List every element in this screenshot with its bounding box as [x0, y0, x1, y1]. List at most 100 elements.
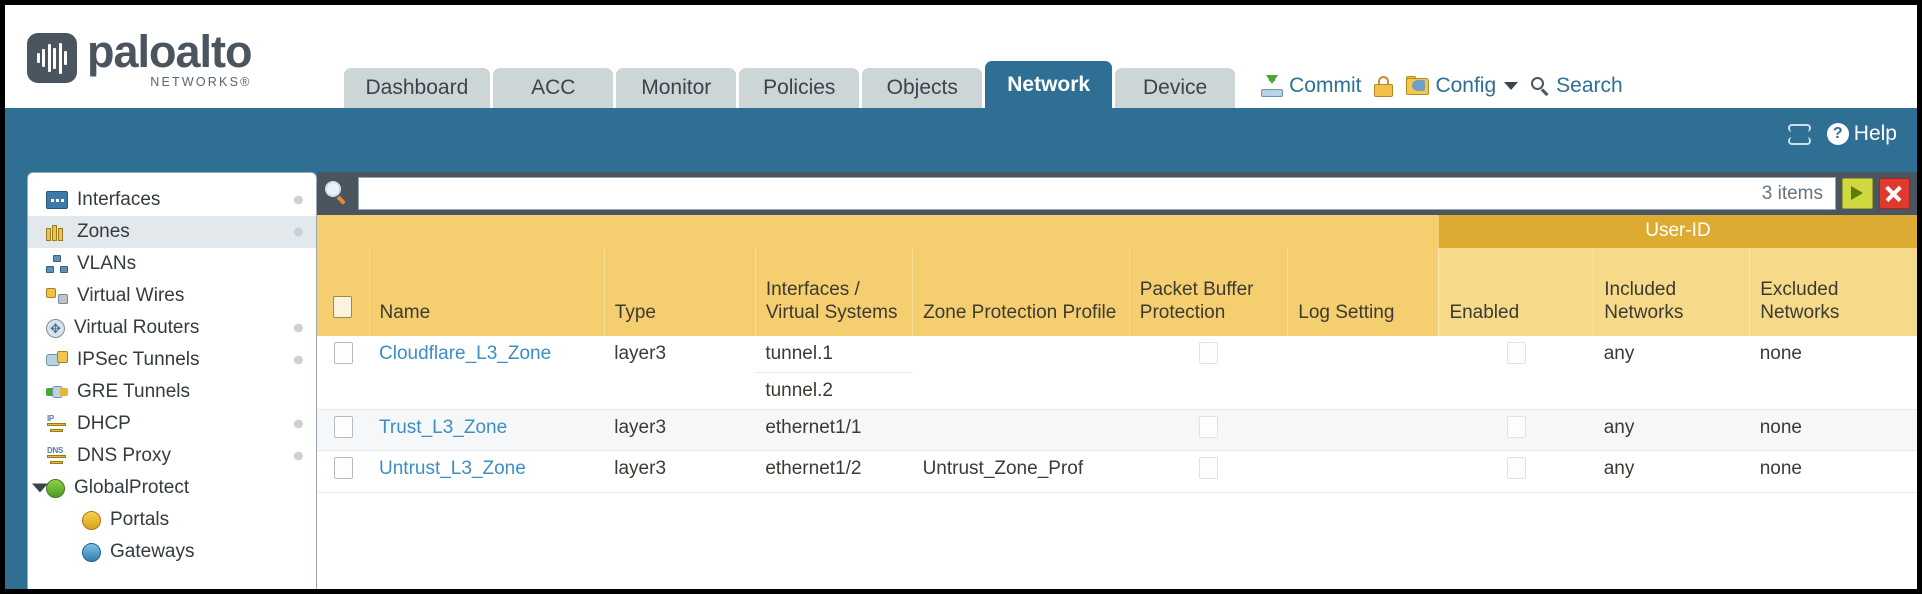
zones-table-wrapper: User-ID Name Type Interfaces / Virtual S…: [317, 215, 1917, 589]
select-all-checkbox[interactable]: [333, 295, 353, 318]
brand-logo: paloalto NETWORKS®: [5, 25, 253, 109]
clear-filter-icon[interactable]: [1879, 178, 1910, 209]
col-header-name[interactable]: Name: [368, 248, 605, 336]
lock-icon[interactable]: [1374, 75, 1394, 97]
select-all-header: [317, 248, 369, 336]
sidebar-item-virtual-routers[interactable]: ✥ Virtual Routers: [28, 312, 316, 344]
config-label: Config: [1435, 74, 1497, 97]
table-row[interactable]: Trust_L3_Zone layer3 ethernet1/1: [317, 409, 1917, 452]
row-checkbox[interactable]: [333, 415, 353, 438]
sidebar-nav: Interfaces Zones VLANs Virtual Wires: [27, 172, 317, 589]
main-panel: 3 items: [317, 172, 1917, 589]
virtual-wires-icon: [46, 287, 68, 305]
sidebar-label: Portals: [110, 509, 170, 530]
sidebar-label: IPSec Tunnels: [77, 349, 200, 370]
tab-device[interactable]: Device: [1115, 68, 1236, 108]
col-header-packet-buffer-protection[interactable]: Packet Buffer Protection: [1128, 248, 1288, 336]
config-menu[interactable]: Config: [1406, 74, 1519, 98]
sidebar-item-zones[interactable]: Zones: [28, 216, 316, 248]
col-header-interfaces[interactable]: Interfaces / Virtual Systems: [754, 248, 913, 336]
row-checkbox[interactable]: [333, 342, 353, 364]
packet-buffer-checkbox[interactable]: [1199, 415, 1219, 438]
cell-interfaces: tunnel.1 tunnel.2: [755, 336, 913, 410]
cell-included-networks: any: [1593, 336, 1750, 410]
help-button[interactable]: ? Help: [1826, 122, 1897, 146]
cell-log-setting: [1287, 409, 1439, 452]
status-dot: [294, 451, 303, 461]
userid-enabled-checkbox[interactable]: [1506, 457, 1526, 480]
expand-collapse-icon[interactable]: [32, 483, 48, 493]
sidebar-item-globalprotect[interactable]: GlobalProtect: [28, 472, 316, 504]
sidebar-item-ipsec-tunnels[interactable]: IPSec Tunnels: [28, 344, 316, 376]
cell-log-setting: [1287, 336, 1439, 410]
zone-name-link[interactable]: Cloudflare_L3_Zone: [379, 343, 552, 364]
row-select-cell: [317, 450, 369, 493]
brand-subtitle: NETWORKS®: [150, 74, 252, 89]
tab-dashboard[interactable]: Dashboard: [343, 68, 491, 108]
tab-network[interactable]: Network: [985, 61, 1113, 108]
zones-icon: [46, 223, 68, 241]
refresh-icon[interactable]: [1787, 123, 1813, 145]
cell-type: layer3: [604, 336, 756, 410]
tab-objects[interactable]: Objects: [862, 68, 983, 108]
dns-proxy-icon: DNS: [46, 446, 68, 465]
sidebar-item-portals[interactable]: Portals: [28, 504, 316, 536]
col-header-userid-enabled[interactable]: Enabled: [1438, 248, 1594, 336]
table-row[interactable]: Untrust_L3_Zone layer3 ethernet1/2 Untru…: [317, 450, 1917, 493]
gre-tunnels-icon: [46, 383, 68, 401]
table-group-header-row: User-ID: [317, 215, 1917, 248]
interface-entry: ethernet1/1: [765, 416, 862, 438]
cell-name: Trust_L3_Zone: [369, 409, 605, 452]
packet-buffer-checkbox[interactable]: [1199, 457, 1219, 480]
cell-userid-enabled: [1438, 450, 1594, 493]
tab-acc[interactable]: ACC: [493, 68, 614, 108]
tab-policies[interactable]: Policies: [739, 68, 860, 108]
secondary-bar: ? Help: [5, 108, 1917, 160]
userid-enabled-checkbox[interactable]: [1506, 342, 1526, 364]
col-header-type[interactable]: Type: [603, 248, 756, 336]
apply-filter-icon[interactable]: [1842, 178, 1873, 209]
sidebar-item-gre-tunnels[interactable]: GRE Tunnels: [28, 376, 316, 408]
search-input[interactable]: 3 items: [358, 177, 1836, 210]
brand-name: paloalto: [87, 25, 253, 77]
table-row[interactable]: Cloudflare_L3_Zone layer3 tunnel.1 tunne…: [317, 336, 1917, 410]
help-label: Help: [1853, 122, 1897, 145]
search-magnifier-icon[interactable]: [324, 181, 349, 206]
userid-enabled-checkbox[interactable]: [1506, 415, 1526, 438]
sidebar-item-interfaces[interactable]: Interfaces: [28, 184, 316, 216]
col-header-excluded-networks[interactable]: Excluded Networks: [1749, 248, 1917, 336]
content-area: Interfaces Zones VLANs Virtual Wires: [5, 160, 1917, 589]
sidebar-label: Virtual Wires: [77, 285, 185, 306]
col-header-zone-protection-profile[interactable]: Zone Protection Profile: [912, 248, 1130, 336]
col-header-included-networks[interactable]: Included Networks: [1593, 248, 1750, 336]
vlans-icon: [46, 255, 68, 273]
sidebar-item-virtual-wires[interactable]: Virtual Wires: [28, 280, 316, 312]
dhcp-icon: IP: [46, 414, 68, 433]
sidebar-label: Zones: [77, 221, 130, 242]
sidebar-item-gateways[interactable]: Gateways: [28, 536, 316, 568]
chevron-down-icon: [1504, 82, 1519, 90]
cell-name: Cloudflare_L3_Zone: [369, 336, 605, 410]
row-select-cell: [317, 409, 369, 452]
virtual-routers-icon: ✥: [46, 318, 65, 338]
cell-name: Untrust_L3_Zone: [369, 450, 605, 493]
interface-entry: tunnel.1: [755, 336, 913, 373]
cell-userid-enabled: [1438, 409, 1594, 452]
cell-type: layer3: [604, 450, 756, 493]
row-checkbox[interactable]: [333, 457, 353, 480]
sidebar-item-dns-proxy[interactable]: DNS DNS Proxy: [28, 440, 316, 472]
zone-name-link[interactable]: Untrust_L3_Zone: [379, 458, 526, 480]
portals-icon: [82, 510, 101, 530]
search-button[interactable]: Search: [1531, 74, 1623, 98]
zones-table: User-ID Name Type Interfaces / Virtual S…: [317, 215, 1917, 493]
cell-packet-buffer-protection: [1129, 336, 1288, 410]
sidebar-item-dhcp[interactable]: IP DHCP: [28, 408, 316, 440]
commit-button[interactable]: Commit: [1261, 74, 1361, 98]
zone-name-link[interactable]: Trust_L3_Zone: [379, 416, 508, 438]
packet-buffer-checkbox[interactable]: [1199, 342, 1219, 364]
cell-excluded-networks: none: [1749, 450, 1917, 493]
tab-monitor[interactable]: Monitor: [616, 68, 737, 108]
sidebar-item-vlans[interactable]: VLANs: [28, 248, 316, 280]
col-header-log-setting[interactable]: Log Setting: [1287, 248, 1439, 336]
